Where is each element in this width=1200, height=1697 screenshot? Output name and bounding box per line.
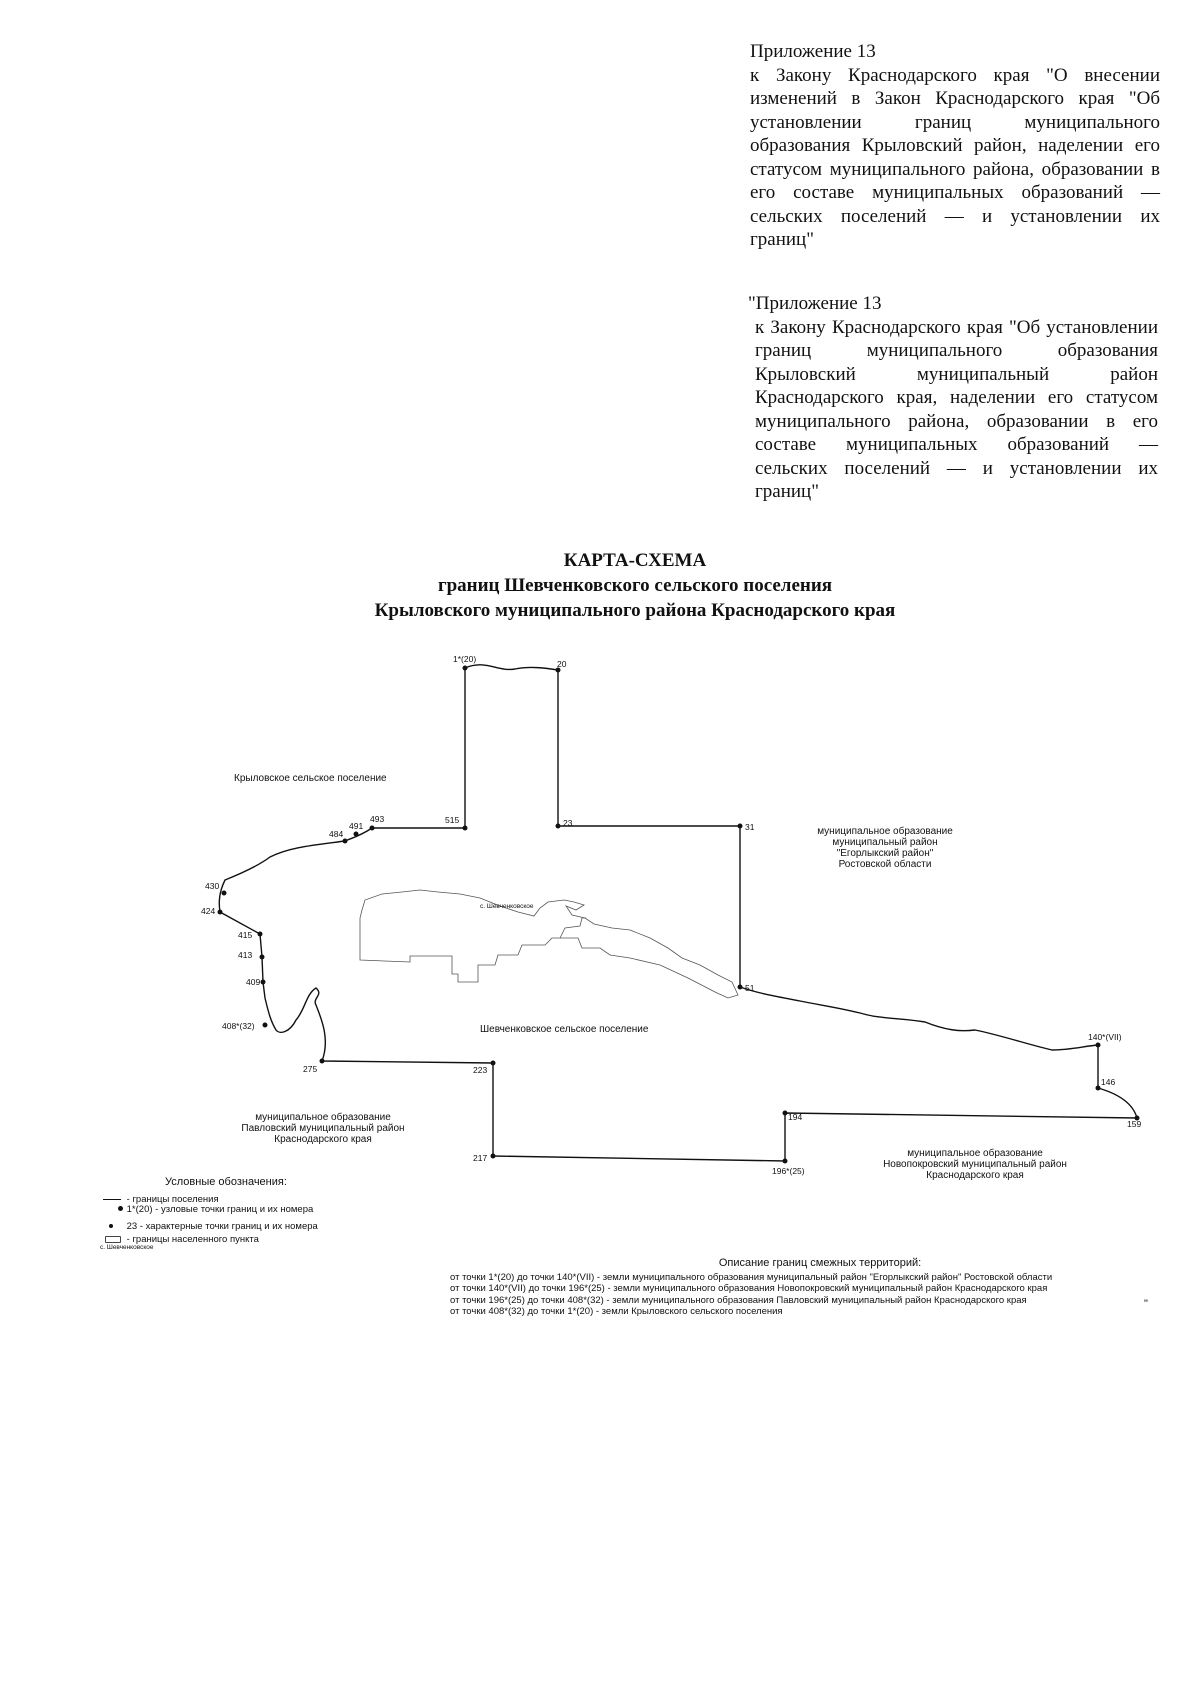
point-label: 223 — [473, 1065, 487, 1075]
point-label: 484 — [329, 829, 343, 839]
region-labels: Крыловское сельское поселение муниципаль… — [234, 773, 1067, 1181]
point-marker — [462, 665, 468, 671]
description-line: от точки 140*(VII) до точки 196*(25) - з… — [450, 1283, 1048, 1294]
settlement-area-boundary — [218, 664, 1138, 1162]
point-label: 515 — [445, 815, 459, 825]
point-marker — [342, 838, 348, 844]
point-marker — [353, 831, 359, 837]
region-label-pavlovsky: Краснодарского края — [274, 1134, 372, 1145]
legend-row-settlement-boundary: - границы населенного пункта — [100, 1234, 259, 1245]
appendix-body: к Закону Краснодарского края "Об установ… — [755, 316, 1158, 503]
description-title: Описание границ смежных территорий: — [718, 1257, 922, 1269]
point-labels: 1*(20) 20 515 493 491 484 430 424 415 41… — [201, 654, 1141, 1176]
region-label-egorlyk: Ростовской области — [839, 858, 932, 870]
region-label-pavlovsky: муниципальное образование — [255, 1111, 391, 1123]
appendix-amendment-header: Приложение 13 к Закону Краснодарского кр… — [750, 40, 1160, 252]
point-marker — [737, 984, 743, 990]
point-label: 23 — [563, 818, 573, 828]
legend-title: Условные обозначения: — [165, 1176, 287, 1188]
map-title-line-3: Крыловского муниципального района Красно… — [374, 600, 896, 621]
point-label: 140*(VII) — [1088, 1032, 1122, 1042]
adjacent-territories-description: Описание границ смежных территорий: от т… — [450, 1257, 1150, 1318]
point-marker — [1095, 1042, 1101, 1048]
settlement-label: с. Шевченковское — [480, 903, 534, 910]
closing-quote: " — [1144, 1298, 1148, 1310]
point-marker — [319, 1058, 325, 1064]
region-label-shevchenkovskoe: Шевченковское сельское поселение — [480, 1024, 649, 1035]
region-label-egorlyk: муниципальный район — [832, 837, 937, 848]
point-label: 217 — [473, 1153, 487, 1163]
point-label: 194 — [788, 1112, 802, 1122]
point-marker — [782, 1158, 788, 1164]
point-marker — [369, 825, 375, 831]
point-label: 413 — [238, 950, 252, 960]
description-line: от точки 1*(20) до точки 140*(VII) - зем… — [450, 1271, 1053, 1283]
point-label: 409 — [246, 977, 260, 987]
point-marker — [490, 1153, 496, 1159]
appendix-heading: Приложение 13 — [750, 41, 876, 62]
legend-row-boundary: - границы поселения — [100, 1194, 219, 1205]
description-line: от точки 408*(32) до точки 1*(20) - земл… — [450, 1306, 783, 1317]
point-label: 408*(32) — [222, 1021, 255, 1031]
boundary-line-icon — [100, 1194, 124, 1204]
point-label: 491 — [349, 821, 363, 831]
settlement-road — [559, 917, 586, 939]
point-label: 146 — [1101, 1077, 1115, 1087]
legend-point-number: 23 — [126, 1221, 138, 1232]
nodal-point-icon — [100, 1204, 124, 1214]
appendix-heading: "Приложение 13 — [748, 293, 882, 314]
region-label-novopokrovsky: муниципальное образование — [907, 1147, 1043, 1159]
point-marker — [462, 825, 468, 831]
point-label: 493 — [370, 814, 384, 824]
point-label: 430 — [205, 881, 219, 891]
point-label: 275 — [303, 1064, 317, 1074]
point-marker — [1095, 1085, 1101, 1091]
point-marker — [217, 909, 223, 915]
point-label: 51 — [745, 983, 755, 993]
legend-settlement-name: с. Шевченковское — [100, 1244, 154, 1251]
boundary-points — [217, 665, 1140, 1164]
point-marker — [555, 823, 561, 829]
appendix-original-header: "Приложение 13 к Закону Краснодарского к… — [748, 292, 1158, 504]
legend-row-nodal-points: 1*(20) - узловые точки границ и их номер… — [100, 1204, 313, 1215]
point-marker — [490, 1060, 496, 1066]
point-marker — [260, 979, 266, 985]
point-marker — [737, 823, 743, 829]
point-marker — [257, 931, 263, 937]
legend-text: 1*(20) - узловые точки границ и их номер… — [126, 1204, 314, 1215]
region-label-pavlovsky: Павловский муниципальный район — [241, 1123, 404, 1134]
map-title-line-1: КАРТА-СХЕМА — [563, 550, 707, 571]
region-label-novopokrovsky: Краснодарского края — [926, 1170, 1024, 1181]
point-marker — [1134, 1115, 1140, 1121]
point-marker — [221, 890, 227, 896]
legend-row-characteristic-points: 23 - характерные точки границ и их номер… — [100, 1221, 318, 1232]
region-label-egorlyk: муниципальное образование — [817, 825, 953, 837]
characteristic-point-icon — [100, 1221, 124, 1231]
point-label: 20 — [557, 659, 567, 669]
legend-text: - границы населенного пункта — [126, 1234, 259, 1245]
region-label-novopokrovsky: Новопокровский муниципальный район — [883, 1159, 1067, 1170]
point-label: 159 — [1127, 1119, 1141, 1129]
region-label-egorlyk: "Егорлыкский район" — [837, 848, 934, 859]
legend-text: - характерные точки границ и их номера — [139, 1221, 318, 1232]
point-marker — [555, 667, 561, 673]
point-marker — [262, 1022, 268, 1028]
point-label: 415 — [238, 930, 252, 940]
region-label-krylovskoe: Крыловское сельское поселение — [234, 773, 387, 784]
point-label: 31 — [745, 822, 755, 832]
settlement-outline-icon — [100, 1234, 124, 1244]
map-title: КАРТА-СХЕМА границ Шевченковского сельск… — [0, 548, 1200, 623]
point-marker — [259, 954, 265, 960]
point-marker — [782, 1110, 788, 1116]
legend-text: - границы поселения — [126, 1194, 219, 1205]
settlement-boundary — [359, 889, 739, 999]
point-label: 196*(25) — [772, 1166, 805, 1176]
map-title-line-2: границ Шевченковского сельского поселени… — [437, 575, 833, 596]
description-line: от точки 196*(25) до точки 408*(32) - зе… — [450, 1294, 1027, 1306]
appendix-body: к Закону Краснодарского края "О внесении… — [750, 64, 1160, 251]
point-label: 424 — [201, 906, 215, 916]
point-label: 1*(20) — [453, 654, 476, 664]
